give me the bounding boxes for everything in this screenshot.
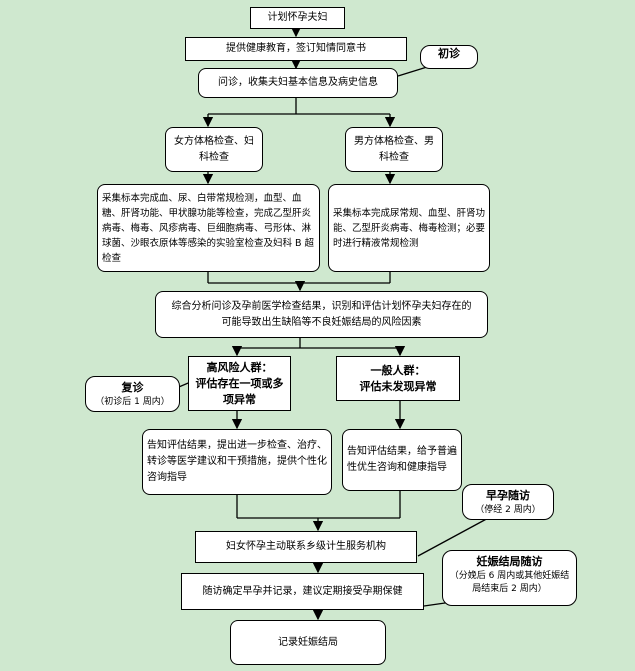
high-risk-desc: 评估存在一项或多项异常 (195, 376, 284, 406)
early-pregnancy-title: 早孕随访 (486, 489, 530, 502)
high-risk-advice-node: 告知评估结果，提出进一步检查、治疗、转诊等医学建议和干预措施，提供个性化咨询指导 (142, 429, 332, 495)
high-risk-title: 高风险人群： (206, 360, 273, 374)
assessment-node: 综合分析问诊及孕前医学检查结果，识别和评估计划怀孕夫妇存在的可能导致出生缺陷等不… (155, 291, 488, 338)
follow-up-callout: 复诊 （初诊后 1 周内） (85, 376, 180, 412)
follow-up-note: （初诊后 1 周内） (95, 397, 170, 407)
male-exam-label: 男方体格检查、男科检查 (354, 135, 434, 163)
start-node: 计划怀孕夫妇 (250, 7, 345, 29)
general-advice-label: 告知评估结果，给予普遍性优生咨询和健康指导 (347, 446, 457, 473)
early-pregnancy-callout: 早孕随访 （停经 2 周内） (462, 484, 554, 520)
general-desc: 评估未发现异常 (359, 379, 437, 393)
education-node: 提供健康教育，签订知情同意书 (185, 37, 407, 61)
early-pregnancy-note: （停经 2 周内） (475, 505, 541, 515)
male-exam-node: 男方体格检查、男科检查 (345, 127, 443, 172)
female-tests-node: 采集标本完成血、尿、白带常规检测，血型、血糖、肝肾功能、甲状腺功能等检查，完成乙… (97, 184, 320, 272)
female-exam-label: 女方体格检查、妇科检查 (174, 135, 254, 163)
record-label: 随访确定早孕并记录，建议定期接受孕期保健 (202, 585, 403, 597)
follow-up-title: 复诊 (121, 381, 144, 394)
outcome-followup-note: （分娩后 6 周内或其他妊娠结局结束后 2 周内） (449, 571, 570, 594)
interview-node-label: 问诊，收集夫妇基本信息及病史信息 (218, 77, 378, 88)
contact-label: 妇女怀孕主动联系乡级计生服务机构 (226, 541, 386, 552)
general-title: 一般人群： (370, 363, 426, 377)
assessment-label: 综合分析问诊及孕前医学检查结果，识别和评估计划怀孕夫妇存在的可能导致出生缺陷等不… (171, 300, 472, 328)
start-node-label: 计划怀孕夫妇 (267, 12, 328, 23)
outcome-followup-title: 妊娠结局随访 (476, 555, 543, 568)
first-visit-callout: 初诊 (420, 45, 478, 69)
record-node: 随访确定早孕并记录，建议定期接受孕期保健 (181, 573, 424, 610)
high-risk-advice-label: 告知评估结果，提出进一步检查、治疗、转诊等医学建议和干预措施，提供个性化咨询指导 (147, 440, 327, 483)
education-node-label: 提供健康教育，签订知情同意书 (226, 43, 366, 54)
interview-node: 问诊，收集夫妇基本信息及病史信息 (198, 68, 398, 98)
male-tests-label: 采集标本完成尿常规、血型、肝肾功能、乙型肝炎病毒、梅毒检测；必要时进行精液常规检… (333, 207, 486, 249)
contact-node: 妇女怀孕主动联系乡级计生服务机构 (195, 531, 417, 563)
female-exam-node: 女方体格检查、妇科检查 (165, 127, 263, 172)
first-visit-title: 初诊 (438, 47, 460, 60)
general-advice-node: 告知评估结果，给予普遍性优生咨询和健康指导 (342, 429, 462, 491)
high-risk-node: 高风险人群： 评估存在一项或多项异常 (188, 356, 291, 411)
male-tests-node: 采集标本完成尿常规、血型、肝肾功能、乙型肝炎病毒、梅毒检测；必要时进行精液常规检… (328, 184, 490, 272)
female-tests-label: 采集标本完成血、尿、白带常规检测，血型、血糖、肝肾功能、甲状腺功能等检查，完成乙… (102, 192, 315, 264)
general-node: 一般人群： 评估未发现异常 (336, 356, 460, 401)
outcome-label: 记录妊娠结局 (278, 636, 338, 648)
outcome-node: 记录妊娠结局 (230, 620, 386, 665)
outcome-followup-callout: 妊娠结局随访 （分娩后 6 周内或其他妊娠结局结束后 2 周内） (442, 550, 577, 606)
